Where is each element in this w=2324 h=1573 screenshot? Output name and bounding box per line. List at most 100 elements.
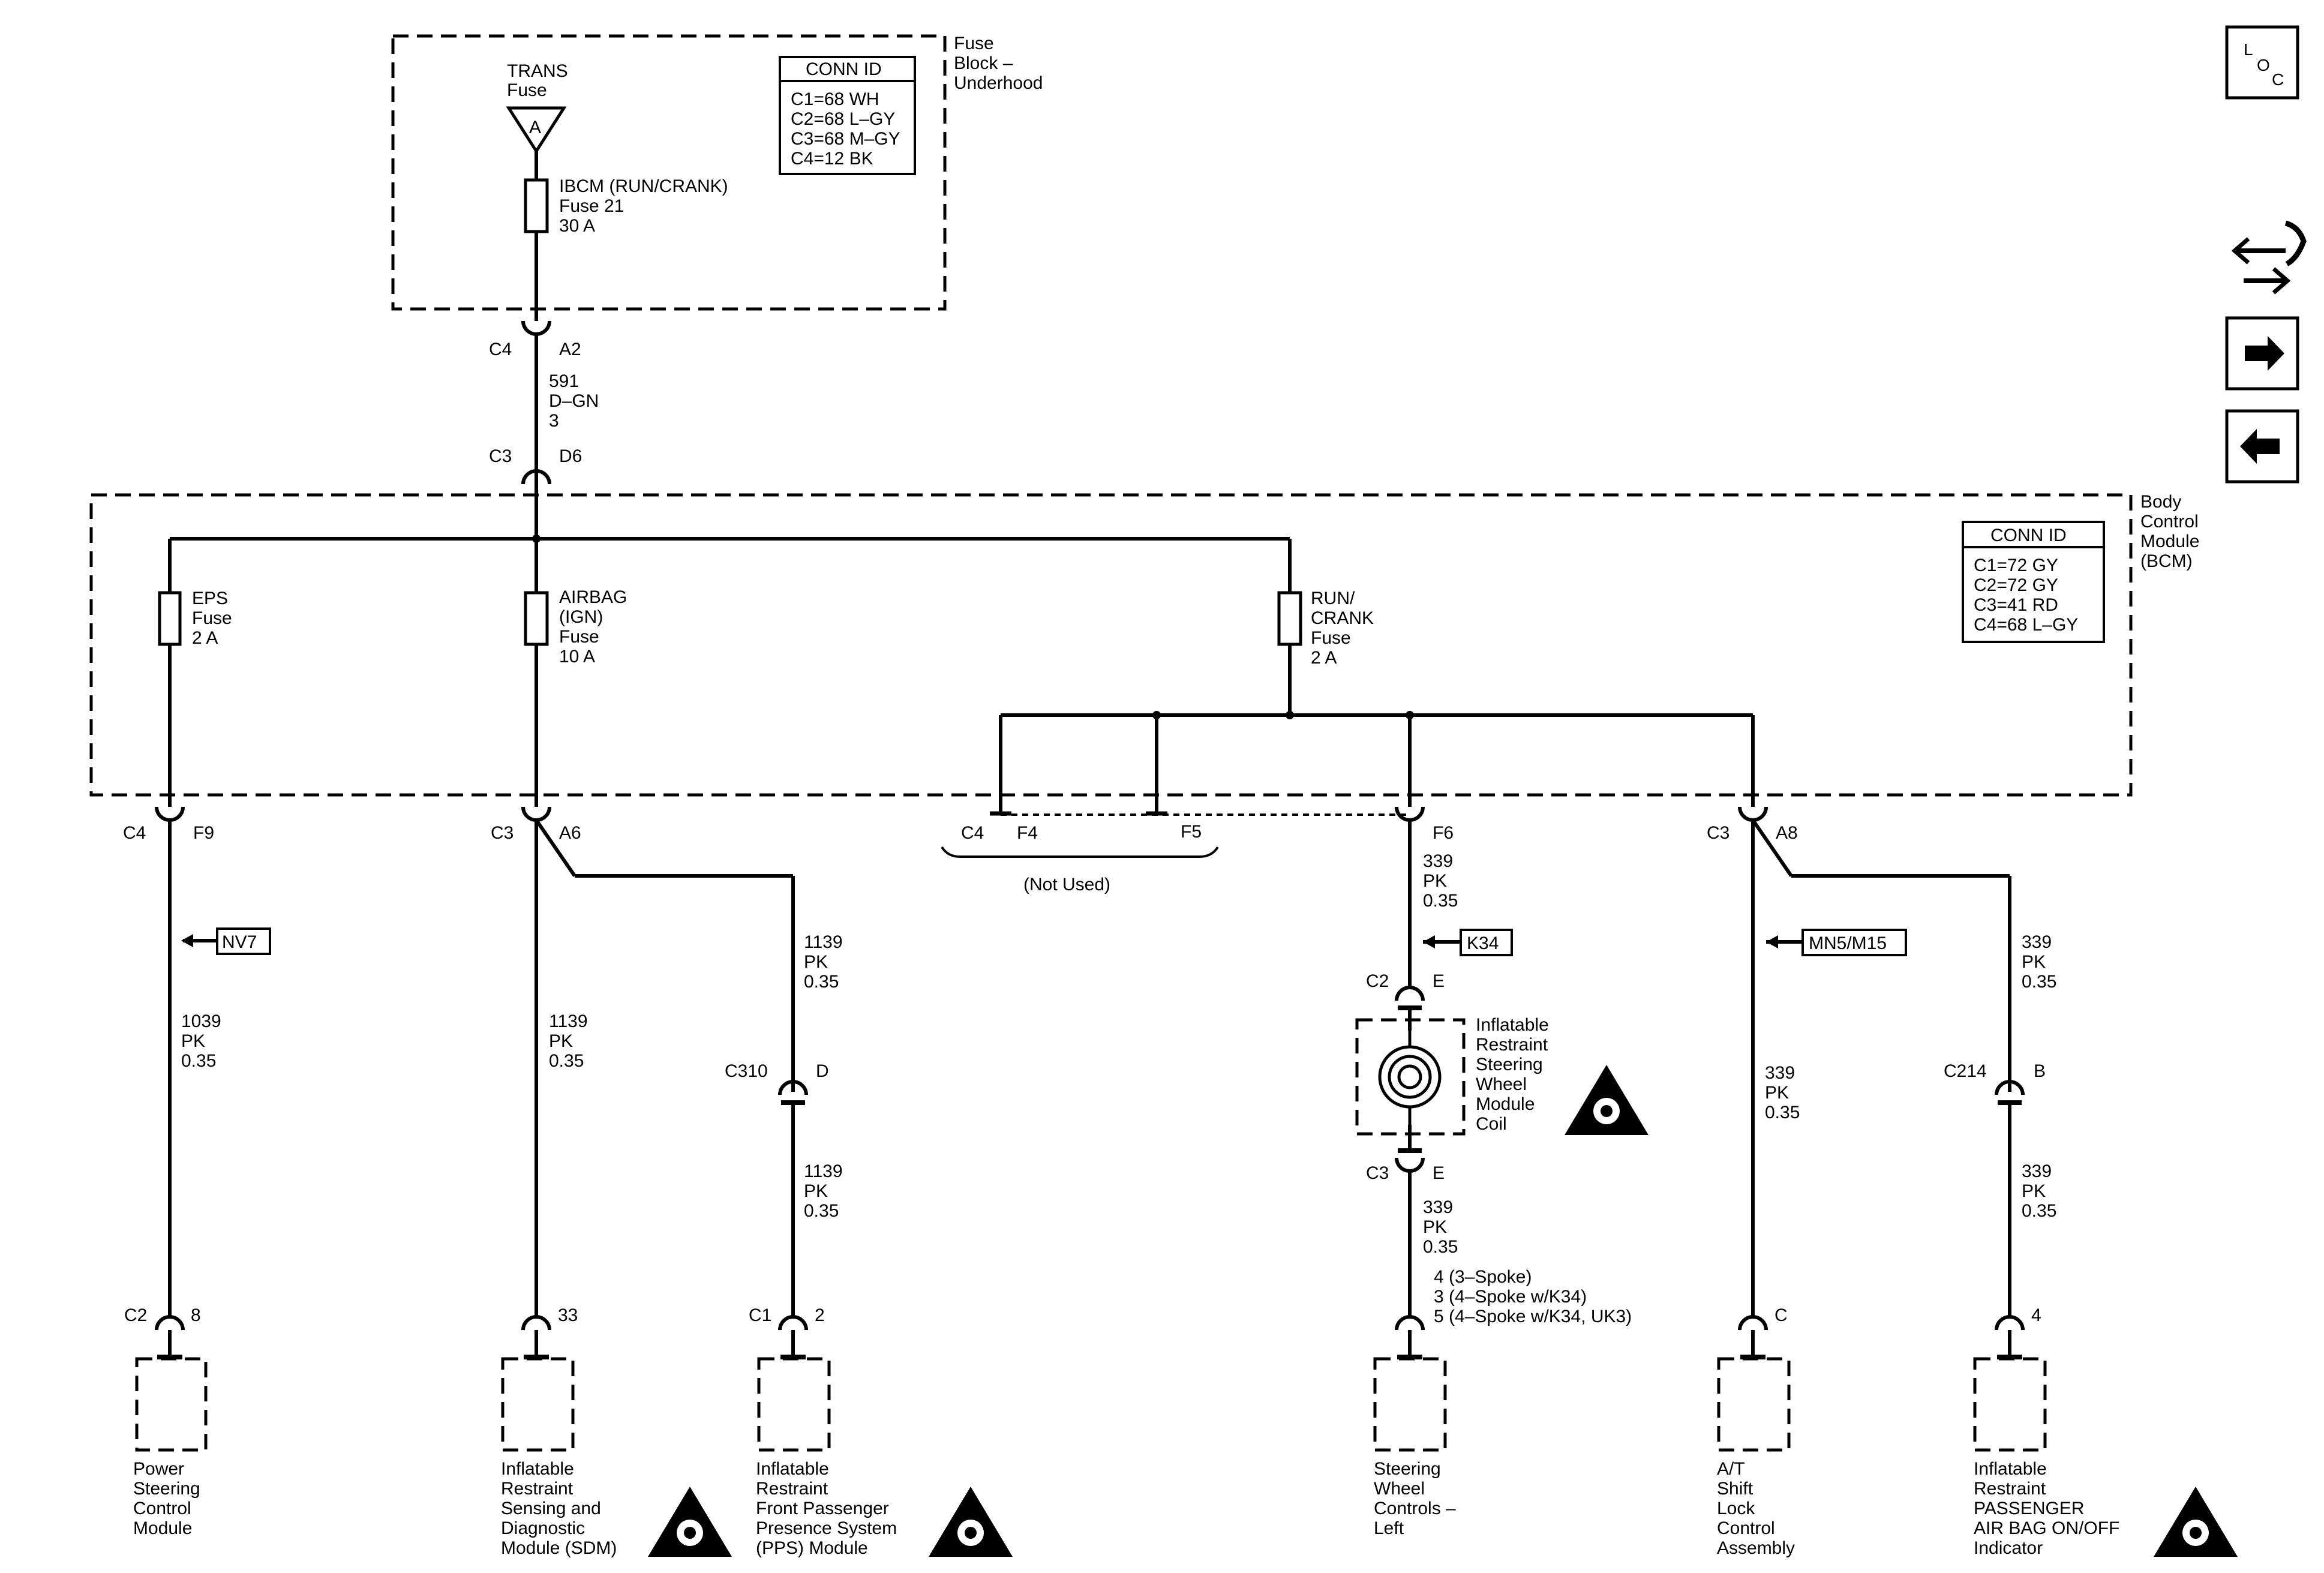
pab-wire-bottom-size: 0.35 xyxy=(2022,1201,2056,1221)
eps-component-4: Module xyxy=(133,1518,192,1538)
airbag-warning-icon xyxy=(648,1487,732,1557)
feed-wire-circuit: 591 xyxy=(549,371,579,391)
shift-wire-color: PK xyxy=(1765,1083,1789,1103)
run-fuse-label-1: RUN/ xyxy=(1311,589,1355,608)
swc-module-box xyxy=(1373,1357,1447,1452)
option-box-nv7 xyxy=(216,927,271,955)
airbag-fuse-label-3: Fuse xyxy=(559,627,599,647)
pps-component-4: Presence System xyxy=(756,1518,897,1538)
sdm-component-3: Sensing and xyxy=(501,1499,601,1518)
pps-wire-bottom-circuit: 1139 xyxy=(804,1161,843,1181)
connector-c4-a2 xyxy=(521,320,551,336)
sdm-component-2: Restraint xyxy=(501,1479,574,1499)
sdm-component-4: Diagnostic xyxy=(501,1518,585,1538)
pab-component-1: Inflatable xyxy=(1974,1459,2047,1479)
pps-wire-bottom-color: PK xyxy=(804,1181,828,1201)
fuse-block-title-1: Fuse xyxy=(954,34,994,53)
sdm-component-1: Inflatable xyxy=(501,1459,574,1479)
shift-component-4: Control xyxy=(1717,1518,1775,1538)
connector-c3-a6 xyxy=(521,806,551,822)
shift-wire-size: 0.35 xyxy=(1765,1103,1800,1122)
run-fuse-label-3: Fuse xyxy=(1311,628,1351,648)
eps-end-pin: 8 xyxy=(191,1305,201,1325)
connector-swap-button[interactable] xyxy=(2231,220,2307,295)
coil-label-3: Steering xyxy=(1476,1055,1543,1074)
loc-letter-l: L xyxy=(2244,40,2253,59)
fuse-source-pin: A xyxy=(529,118,541,137)
coil-label-2: Restraint xyxy=(1476,1035,1548,1055)
swc-wire-top-circuit: 339 xyxy=(1423,851,1453,871)
pab-component-5: Indicator xyxy=(1974,1538,2043,1558)
swc-end-pin-2: 3 (4–Spoke w/K34) xyxy=(1434,1287,1587,1307)
pab-component-4: AIR BAG ON/OFF xyxy=(1974,1518,2119,1538)
connector-pab-4 xyxy=(1995,1315,2025,1331)
sdm-pin: A6 xyxy=(559,823,581,843)
feed-top-conn: C4 xyxy=(489,340,512,359)
pab-wire-top-size: 0.35 xyxy=(2022,972,2056,992)
notused-pin-1: F4 xyxy=(1017,823,1038,843)
sdm-wire-color: PK xyxy=(549,1031,573,1051)
shift-pin: A8 xyxy=(1776,823,1798,843)
ibcm-fuse-label-2: Fuse 21 xyxy=(559,196,624,216)
loc-button[interactable]: L O C xyxy=(2225,25,2299,100)
coil-top-pin: E xyxy=(1433,971,1445,991)
next-arrow-icon xyxy=(2245,336,2284,371)
airbag-fuse-label-4: 10 A xyxy=(559,647,595,667)
sdm-conn: C3 xyxy=(491,823,514,843)
connector-c3-e xyxy=(1395,1157,1425,1173)
bcm-title-2: Control xyxy=(2140,512,2199,532)
eps-wire-circuit: 1039 xyxy=(181,1011,221,1031)
bcm-title-3: Module xyxy=(2140,532,2199,551)
notused-label: (Not Used) xyxy=(1023,875,1110,894)
bcm-conn-id-box xyxy=(1962,521,2105,643)
pab-end-pin: 4 xyxy=(2031,1305,2041,1325)
shift-component-2: Shift xyxy=(1717,1479,1753,1499)
eps-component-1: Power xyxy=(133,1459,184,1479)
shift-option: MN5/M15 xyxy=(1809,933,1887,953)
loc-letter-c: C xyxy=(2272,70,2284,89)
feed-bottom-pin: D6 xyxy=(559,446,582,466)
feed-top-pin: A2 xyxy=(559,340,581,359)
connector-shift-c xyxy=(1738,1315,1768,1331)
pps-component-2: Restraint xyxy=(756,1479,828,1499)
power-steering-module-box xyxy=(135,1357,208,1452)
bcm-title-1: Body xyxy=(2140,492,2181,512)
run-fuse-label-2: CRANK xyxy=(1311,608,1374,628)
shift-end-pin: C xyxy=(1774,1305,1788,1325)
swc-wire-bottom-size: 0.35 xyxy=(1423,1237,1458,1257)
eps-pin: F9 xyxy=(193,823,214,843)
bcm-conn-c4: C4=68 L–GY xyxy=(1974,615,2078,635)
run-fuse-label-4: 2 A xyxy=(1311,648,1337,668)
eps-end-conn: C2 xyxy=(124,1305,147,1325)
eps-component-2: Steering xyxy=(133,1479,200,1499)
coil-top-conn: C2 xyxy=(1366,971,1389,991)
sdm-component-5: Module (SDM) xyxy=(501,1538,617,1558)
pab-wire-top-color: PK xyxy=(2022,952,2046,972)
trans-fuse-label-2: Fuse xyxy=(507,80,547,100)
eps-component-3: Control xyxy=(133,1499,191,1518)
next-button[interactable] xyxy=(2225,316,2299,391)
swc-component-4: Left xyxy=(1374,1518,1404,1538)
swc-component-1: Steering xyxy=(1374,1459,1441,1479)
ibcm-fuse-label-3: 30 A xyxy=(559,216,595,236)
coil-bottom-conn: C3 xyxy=(1366,1163,1389,1183)
shift-wire-circuit: 339 xyxy=(1765,1063,1795,1083)
shift-component-3: Lock xyxy=(1717,1499,1755,1518)
run-crank-fuse-symbol xyxy=(1277,591,1302,646)
airbag-warning-icon xyxy=(2154,1487,2238,1557)
pps-component-3: Front Passenger xyxy=(756,1499,889,1518)
sdm-end-pin: 33 xyxy=(558,1305,578,1325)
bcm-conn-c3: C3=41 RD xyxy=(1974,595,2058,615)
eps-conn: C4 xyxy=(123,823,146,843)
swc-wire-top-color: PK xyxy=(1423,871,1447,891)
bcm-conn-c2: C2=72 GY xyxy=(1974,575,2058,595)
previous-button[interactable] xyxy=(2225,409,2299,484)
shift-component-1: A/T xyxy=(1717,1459,1745,1479)
eps-fuse-label-3: 2 A xyxy=(192,628,218,648)
fuse-block-title-3: Underhood xyxy=(954,73,1043,93)
pab-wire-top-circuit: 339 xyxy=(2022,932,2052,952)
option-box-k34 xyxy=(1460,929,1513,956)
not-used-bracket xyxy=(941,846,1219,858)
notused-conn: C4 xyxy=(961,823,984,843)
trans-fuse-label-1: TRANS xyxy=(507,61,568,81)
